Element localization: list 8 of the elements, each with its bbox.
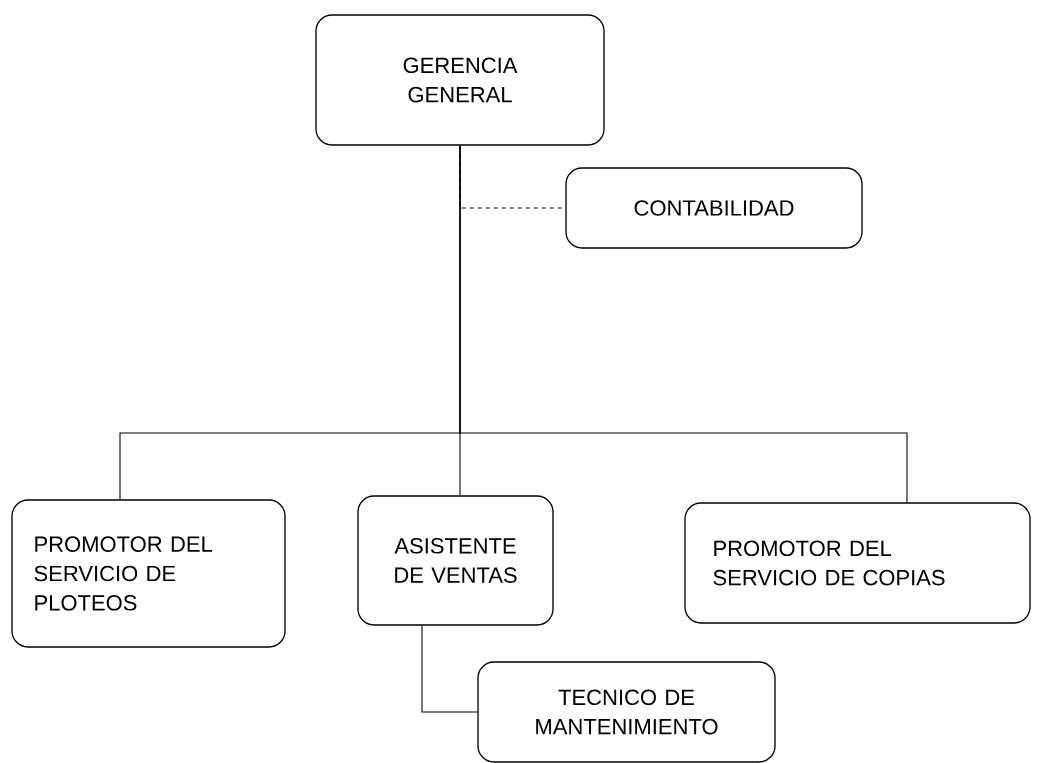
org-box: CONTABILIDAD (565, 167, 863, 249)
connector-line (459, 145, 908, 503)
org-box: PROMOTOR DEL SERVICIO DE COPIAS (684, 502, 1031, 624)
org-box: GERENCIA GENERAL (315, 14, 605, 146)
org-box: TECNICO DE MANTENIMIENTO (477, 661, 776, 763)
org-box: PROMOTOR DEL SERVICIO DE PLOTEOS (11, 499, 286, 648)
connector-line (421, 625, 478, 713)
org-box: ASISTENTE DE VENTAS (357, 495, 554, 626)
